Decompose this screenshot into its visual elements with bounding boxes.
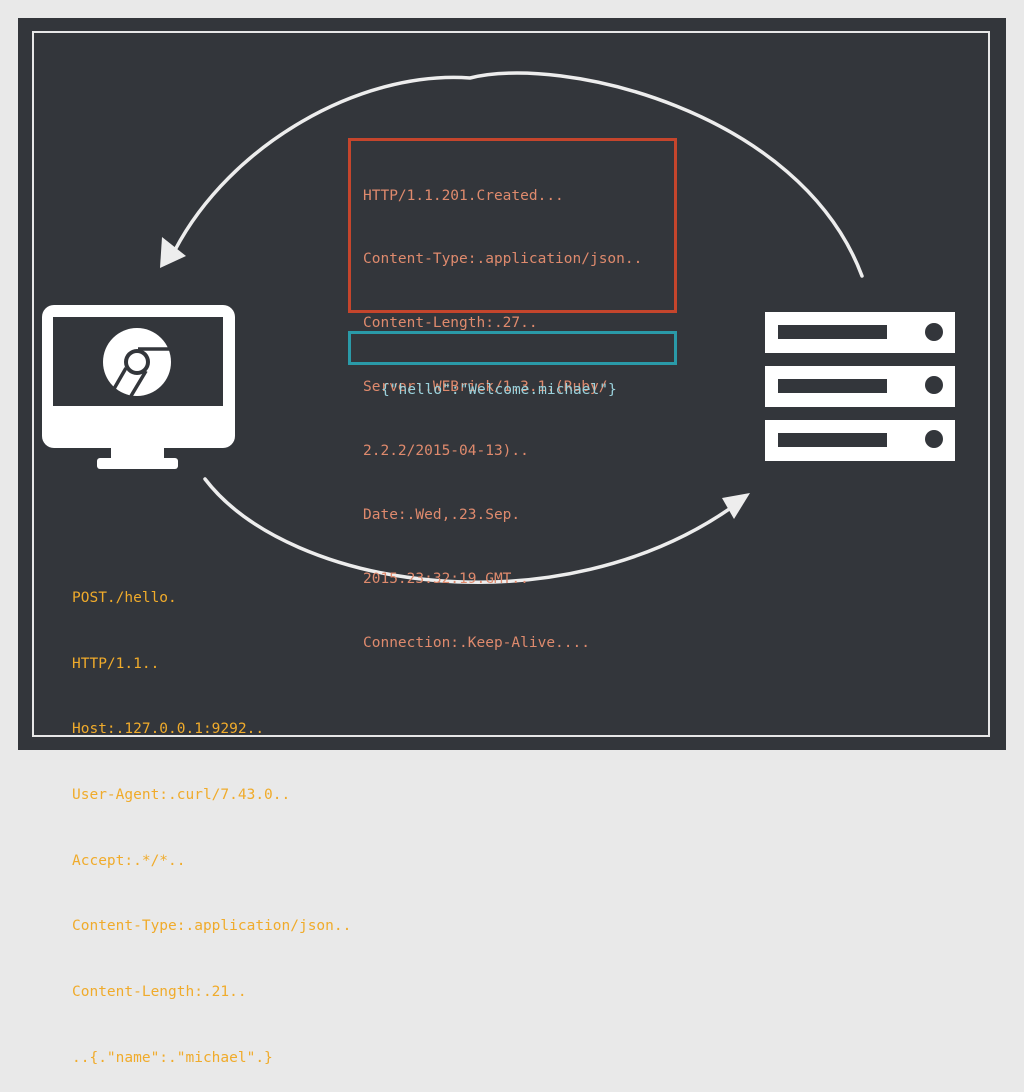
response-line: Content-Length:.27.. [363, 315, 538, 332]
request-line: ..{."name":."michael".} [72, 1049, 273, 1066]
response-arrow [160, 71, 864, 278]
response-arrowhead [160, 237, 186, 268]
response-line: Server:.WEBrick/1.3.1.(Ruby/ [363, 379, 608, 396]
response-line: HTTP/1.1.201.Created... [363, 187, 564, 204]
request-line: Content-Length:.21.. [72, 984, 247, 1001]
request-line: POST./hello. [72, 589, 177, 606]
response-line: 2015.23:32:19.GMT.. [363, 570, 529, 587]
response-body-box: {"hello":"Welcome.michael"} [348, 331, 677, 398]
http-response-headers-box: HTTP/1.1.201.Created... Content-Type:.ap… [348, 138, 677, 651]
chrome-logo-icon [103, 328, 171, 397]
server-rack-icon [765, 312, 955, 461]
response-line: 2.2.2/2015-04-13).. [363, 443, 529, 460]
diagram-art [42, 71, 955, 584]
request-line: Accept:.*/*.. [72, 852, 186, 869]
request-line: User-Agent:.curl/7.43.0.. [72, 786, 291, 803]
response-line: Connection:.Keep-Alive.... [363, 634, 590, 651]
request-arrowhead [722, 493, 750, 519]
response-line: Content-Type:.application/json.. [363, 251, 643, 268]
desktop-monitor-chrome-icon [42, 305, 235, 469]
request-line: HTTP/1.1.. [72, 655, 160, 672]
response-body-text: {"hello":"Welcome.michael"} [381, 382, 617, 398]
http-request-text: POST./hello. HTTP/1.1.. Host:.127.0.0.1:… [72, 544, 351, 1092]
response-line: Date:.Wed,.23.Sep. [363, 507, 521, 524]
request-arrow [203, 477, 750, 584]
request-line: Content-Type:.application/json.. [72, 918, 352, 935]
request-line: Host:.127.0.0.1:9292.. [72, 721, 265, 738]
